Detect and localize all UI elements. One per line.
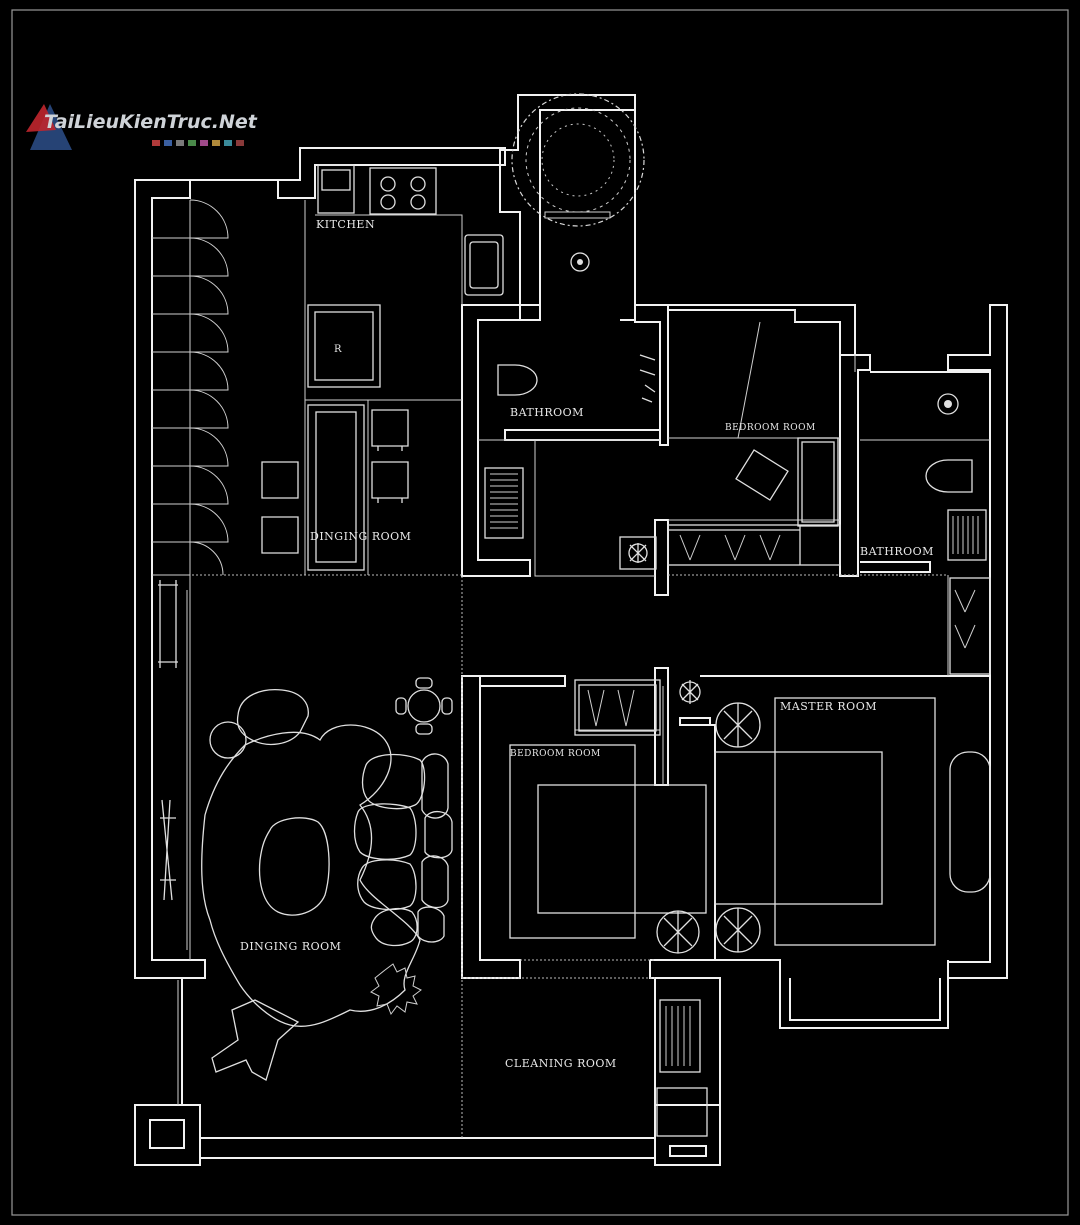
side-table-icon: [407, 689, 441, 723]
toilet-icon: [925, 459, 973, 493]
dining-set: [261, 404, 409, 571]
rug: [201, 724, 421, 1027]
kitchen-fixtures: R: [307, 164, 504, 388]
bathroom-1-fixtures: [484, 354, 657, 570]
dining-table: [307, 404, 365, 571]
armchair-icon: [236, 689, 309, 746]
label-master-room: MASTER ROOM: [780, 700, 877, 713]
nightstand-lamp-icon: [656, 910, 700, 954]
watermark-text: TaiLieuKienTruc.Net: [44, 111, 258, 133]
living-furniture: [158, 580, 453, 1081]
label-kitchen: KITCHEN: [316, 218, 375, 231]
label-dining-living: DINGING ROOM: [240, 940, 341, 953]
bed-frame: [774, 697, 936, 946]
cleaning-fixtures: [656, 999, 708, 1137]
coffee-table-icon: [258, 817, 330, 916]
chair-icon: [735, 449, 789, 501]
washer-icon: [659, 999, 701, 1073]
interior-lines: [152, 200, 990, 1138]
label-bedroom-mid: BEDROOM ROOM: [510, 749, 601, 759]
island-icon: [307, 304, 381, 388]
bedroom-top-furniture: [667, 321, 841, 566]
drain-icon: [937, 393, 959, 415]
label-cleaning-room: CLEANING ROOM: [505, 1057, 617, 1070]
plant-icon: [370, 963, 422, 1016]
room-labels: KITCHEN DINGING ROOM BATHROOM BEDROOM RO…: [240, 218, 934, 1070]
bathtub-icon: [949, 751, 991, 893]
master-room-furniture: [714, 697, 991, 953]
label-bathroom-1: BATHROOM: [510, 406, 584, 419]
sink-icon: [464, 234, 504, 296]
toilet-icon: [497, 364, 538, 396]
wardrobe-icon: [667, 524, 841, 566]
walls: [134, 94, 1008, 1166]
nightstand-lamp-icon: [715, 702, 761, 748]
wardrobe-icon: [949, 577, 991, 675]
bedroom-mid-furniture: [509, 679, 707, 954]
plant-icon: [619, 536, 657, 570]
label-bathroom-2: BATHROOM: [860, 545, 934, 558]
vanity-icon: [947, 509, 987, 561]
balcony-tree: [511, 93, 645, 272]
drain-icon: [570, 252, 590, 272]
watermark-logo: TaiLieuKienTruc.Net: [26, 104, 258, 150]
wardrobe-icon: [574, 679, 661, 736]
logo-color-dots: [152, 140, 244, 146]
bed-icon: [537, 784, 707, 914]
bathroom-2-fixtures: [925, 393, 991, 675]
vanity-icon: [484, 467, 524, 539]
lounge-chair-icon: [211, 999, 300, 1081]
fridge-icon: [317, 164, 355, 214]
bed-icon: [714, 751, 883, 905]
label-bedroom-top: BEDROOM ROOM: [725, 423, 816, 433]
svg-text:R: R: [334, 344, 342, 355]
drawing-border: [11, 9, 1069, 1216]
sofa-icon: [361, 753, 426, 810]
bed-frame: [509, 744, 636, 939]
nightstand-lamp-icon: [715, 907, 761, 953]
label-dining-top: DINGING ROOM: [310, 530, 411, 543]
wardrobe-swing-doors: [152, 199, 229, 576]
logo-triangle-red-icon: [26, 104, 56, 132]
desk-icon: [797, 437, 839, 527]
plant-icon: [679, 680, 701, 704]
stove-icon: [369, 167, 437, 215]
